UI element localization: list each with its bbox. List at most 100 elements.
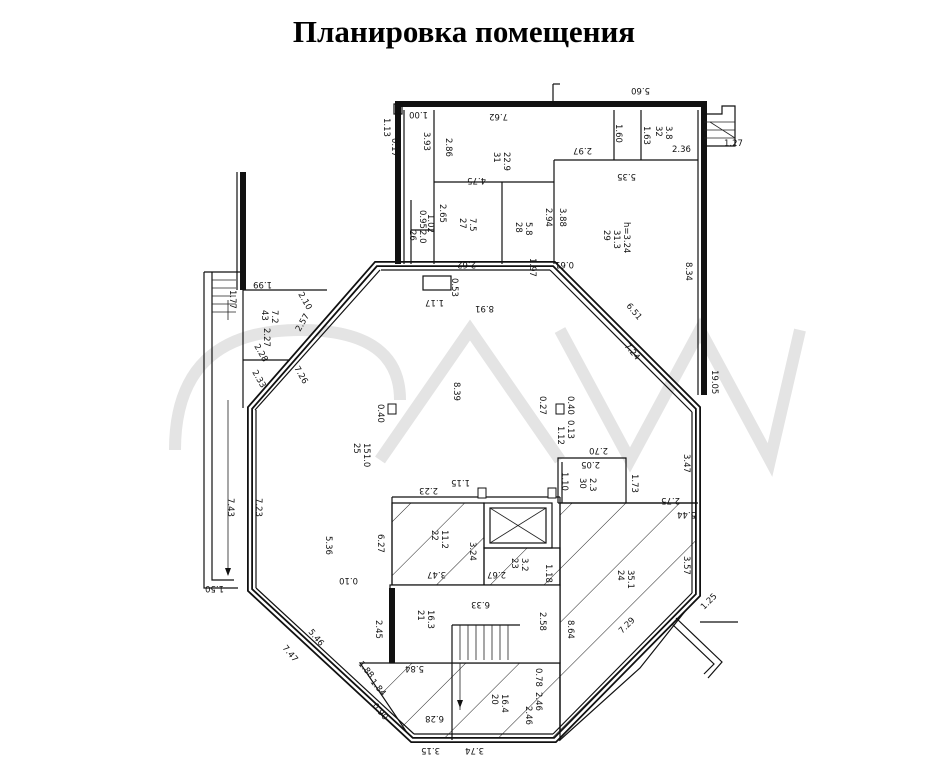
room-25-area: 151.0 <box>361 443 371 467</box>
dim-label: 1.12 <box>555 426 565 445</box>
dim-label: 0.40 <box>565 396 575 415</box>
dim-label: 7.23 <box>253 498 263 517</box>
inner-partitions <box>389 457 698 740</box>
dim-label: 2.58 <box>537 612 547 631</box>
dim-label: 0.17 <box>389 138 399 157</box>
dim-label: 5.44 <box>677 509 696 519</box>
page-title: Планировка помещения <box>292 14 636 49</box>
dim-label: 0.10 <box>339 575 358 585</box>
room-30-number: 30 <box>577 478 587 489</box>
dim-label: 3.47 <box>427 569 446 579</box>
dim-label: 7.43 <box>225 498 235 517</box>
dim-label: 2.97 <box>573 145 592 155</box>
dim-label: 6.28 <box>425 713 444 723</box>
room-24-area: 35.1 <box>625 570 635 589</box>
dim-label: 8.34 <box>683 262 693 281</box>
dim-label: 1.18 <box>543 564 553 583</box>
dim-label: 8.39 <box>451 382 461 401</box>
dim-label: 0.95 <box>417 210 427 229</box>
dim-label: 2.27 <box>261 328 271 347</box>
room-31-area: 22.9 <box>501 152 511 171</box>
dim-label: 3.24 <box>467 542 477 561</box>
room-labels: 31 22.9 32 3.8 26 2.0 27 7.5 28 5.8 29 3… <box>259 126 673 713</box>
room-28-number: 28 <box>513 222 523 233</box>
room-43-number: 43 <box>259 310 269 321</box>
dim-label: 1.73 <box>629 474 639 493</box>
dim-label: 2.46 <box>533 692 543 711</box>
dim-label: 1.99 <box>253 279 272 289</box>
dim-label: 5.84 <box>405 663 424 673</box>
dim-label: 1.00 <box>409 109 428 119</box>
room-32-number: 32 <box>653 126 663 137</box>
room-26-area: 2.0 <box>417 230 427 244</box>
room-22-number: 22 <box>429 530 439 541</box>
dim-label: 8.91 <box>475 303 494 313</box>
dim-label: 3.74 <box>465 745 484 755</box>
dim-label: 6.27 <box>375 534 385 553</box>
dim-label: 6.33 <box>471 599 490 609</box>
room-29-number: 29 <box>601 230 611 241</box>
dim-label: 2.67 <box>487 569 506 579</box>
dim-label: 2.46 <box>523 706 533 725</box>
room-25-number: 25 <box>351 443 361 454</box>
watermark <box>169 317 806 477</box>
dim-label: 3.93 <box>421 132 431 151</box>
room-31-number: 31 <box>491 152 501 163</box>
dim-label: 5.60 <box>631 85 650 95</box>
dim-label: 19.05 <box>709 370 719 394</box>
dim-label: 3.15 <box>421 745 440 755</box>
dim-label: 1.15 <box>451 477 470 487</box>
dim-label: 6.51 <box>624 302 644 323</box>
room-30-area: 2.3 <box>587 478 597 492</box>
dim-label: 0.27 <box>537 396 547 415</box>
dim-label: 0.78 <box>533 668 543 687</box>
dim-label: 7.26 <box>291 365 309 386</box>
dim-label: 1.13 <box>381 118 391 137</box>
dim-label: 1.63 <box>641 126 651 145</box>
dim-label: 2.70 <box>589 445 608 455</box>
room-27-area: 7.5 <box>467 218 477 232</box>
dim-label: 1.02 <box>425 214 435 233</box>
dim-label: 1.17 <box>425 297 444 307</box>
dim-label: 1.77 <box>227 290 237 309</box>
dim-label: 3.88 <box>557 208 567 227</box>
dim-label: 1.27 <box>724 139 743 149</box>
dim-label: 0.40 <box>375 404 385 423</box>
dim-label: 1.97 <box>527 258 537 277</box>
dim-label: 2.75 <box>661 495 680 505</box>
room-20-area: 16.4 <box>499 694 509 713</box>
dim-label: 7.47 <box>280 644 300 665</box>
dim-label: 2.23 <box>419 485 438 495</box>
dim-label: 1.25 <box>699 592 719 612</box>
dim-label: 2.05 <box>581 459 600 469</box>
dim-label: 3.57 <box>681 556 691 575</box>
room-21-area: 16.3 <box>425 610 435 629</box>
dim-label: 2.45 <box>373 620 383 639</box>
dim-label: 0.61 <box>555 259 574 269</box>
dim-label: 2.62 <box>457 259 476 269</box>
dim-label: 0.13 <box>565 420 575 439</box>
room-28-area: 5.8 <box>523 222 533 236</box>
north-rooms-walls <box>393 83 707 395</box>
west-corridor <box>203 172 327 589</box>
dim-label: 7.62 <box>489 111 508 121</box>
dim-label: 4.75 <box>467 175 486 185</box>
dim-label: 2.10 <box>295 291 313 312</box>
room-29-height: h=3.24 <box>621 222 631 253</box>
room-23-area: 3.2 <box>519 558 529 572</box>
room-32-area: 3.8 <box>663 126 673 140</box>
dim-label: 2.36 <box>672 145 691 155</box>
room-27-number: 27 <box>457 218 467 229</box>
dim-label: 3.47 <box>681 454 691 473</box>
room-43-area: 7.2 <box>269 310 279 324</box>
dim-label: 1.10 <box>559 472 569 491</box>
column-markers <box>387 403 565 415</box>
dim-label: 1.60 <box>613 124 623 143</box>
dim-label: 2.94 <box>543 208 553 227</box>
room-26-number: 26 <box>407 230 417 241</box>
south-east-exterior <box>671 617 738 679</box>
room-21-number: 21 <box>415 610 425 621</box>
dim-label: 1.50 <box>205 583 224 593</box>
dim-label: 5.36 <box>323 536 333 555</box>
